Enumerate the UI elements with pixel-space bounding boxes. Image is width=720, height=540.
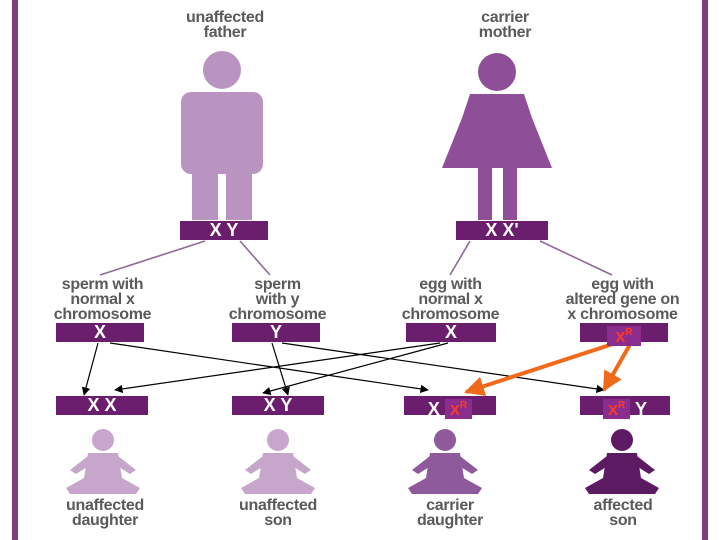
sperm-x-chromosome: X bbox=[93, 322, 106, 342]
egg-xr-chromosome: XR bbox=[607, 326, 641, 346]
child2-label: unaffected son bbox=[239, 497, 317, 529]
egg-xr-bar: XR bbox=[580, 323, 668, 346]
child-carrier-daughter-icon bbox=[408, 429, 482, 494]
child4-genotype-bar: XR Y bbox=[580, 396, 670, 419]
altered-gene-arrows bbox=[464, 339, 634, 396]
child3-xr: XR bbox=[444, 399, 473, 419]
father-figure-icon bbox=[181, 51, 263, 220]
child4-y: Y bbox=[634, 399, 647, 419]
parent-gamete-lines bbox=[99, 240, 613, 276]
egg-x-chromosome: X bbox=[444, 322, 457, 342]
mother-figure-icon bbox=[442, 53, 552, 220]
child1-label: unaffected daughter bbox=[66, 497, 144, 529]
child-unaffected-son-icon bbox=[241, 429, 315, 494]
child2-genotype: X Y bbox=[263, 395, 293, 415]
child-unaffected-daughter-icon bbox=[66, 429, 140, 494]
sperm-x-bar: X bbox=[56, 323, 144, 342]
child2-genotype-bar: X Y bbox=[232, 396, 324, 415]
father-label: unaffected father bbox=[186, 9, 264, 41]
child1-genotype: X X bbox=[87, 395, 117, 415]
egg-x-bar: X bbox=[406, 323, 496, 342]
sperm-y-bar: Y bbox=[232, 323, 320, 342]
child3-x: X bbox=[427, 399, 440, 419]
mother-genotype: X X' bbox=[485, 220, 519, 240]
egg-x-label: egg with normal x chromosome bbox=[401, 276, 500, 323]
child1-genotype-bar: X X bbox=[56, 396, 148, 415]
child3-genotype-bar: X XR bbox=[404, 396, 496, 419]
father-genotype-bar: X Y bbox=[180, 221, 268, 240]
egg-xr-label: egg with altered gene on x chromosome bbox=[565, 276, 680, 323]
child3-label: carrier daughter bbox=[416, 497, 484, 529]
father-genotype: X Y bbox=[209, 220, 239, 240]
sperm-y-chromosome: Y bbox=[269, 322, 282, 342]
sperm-x-label: sperm with normal x chromosome bbox=[53, 276, 152, 323]
slide-frame bbox=[12, 0, 708, 540]
cross-arrows bbox=[81, 342, 605, 396]
child4-label: affected son bbox=[593, 497, 653, 529]
mother-genotype-bar: X X' bbox=[456, 221, 548, 240]
sperm-y-label: sperm with y chromosome bbox=[228, 276, 327, 323]
child4-xr: XR bbox=[603, 399, 631, 419]
mother-label: carrier mother bbox=[478, 9, 532, 41]
child-affected-son-icon bbox=[585, 429, 659, 494]
